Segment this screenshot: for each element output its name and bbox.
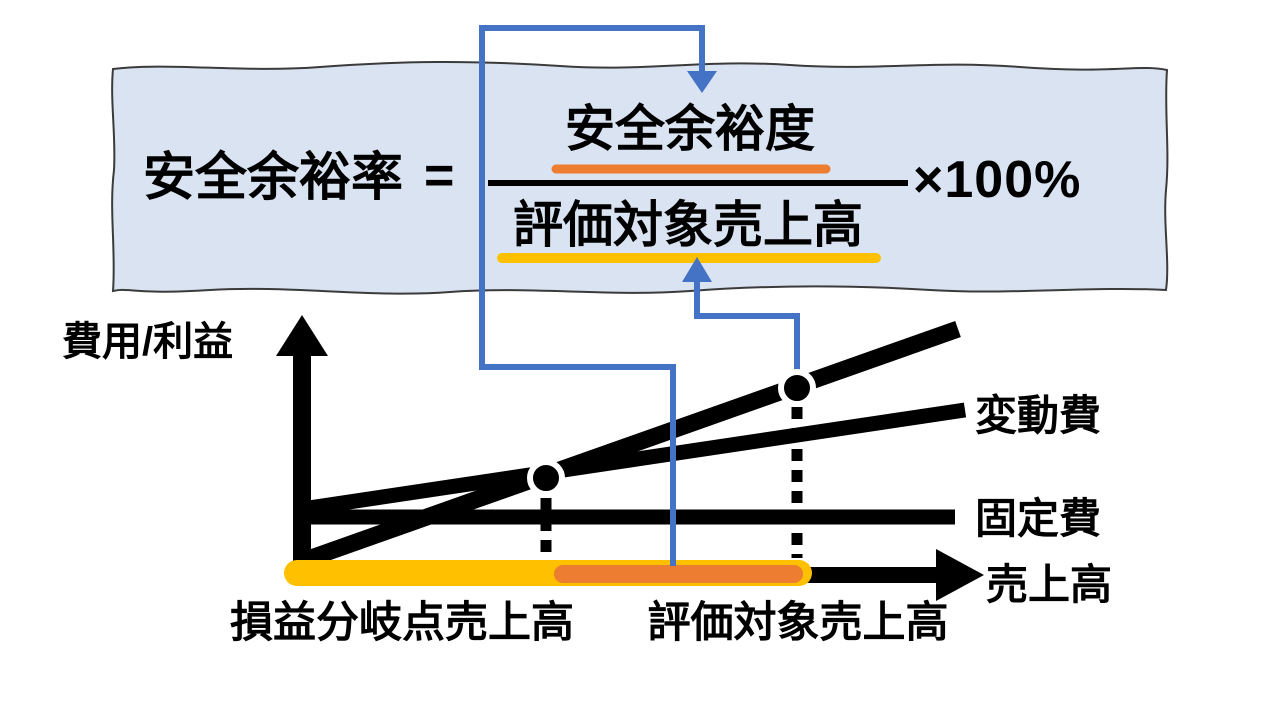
x-axis-arrowhead [936, 549, 984, 601]
formula-numerator-label: 安全余裕度 [565, 101, 815, 157]
formula-equals-sign: = [424, 147, 455, 205]
formula-multiplier-label: ×100% [913, 151, 1082, 209]
connector-denominator-arrowhead [682, 257, 712, 282]
x-axis-label: 売上高 [986, 561, 1113, 608]
sales-line [294, 320, 961, 572]
connector-evaluation-to-denominator [694, 280, 800, 390]
y-axis-label: 費用/利益 [62, 320, 234, 364]
connector-safety-margin-to-numerator [479, 25, 705, 566]
evaluation-point-dot [778, 369, 816, 407]
formula-denominator-label: 評価対象売上高 [513, 197, 863, 253]
connector-numerator-arrowhead [687, 71, 717, 93]
break-even-point-dot [527, 459, 565, 497]
variable-cost-line [300, 402, 967, 517]
variable-cost-label: 変動費 [975, 392, 1102, 439]
formula-lhs-label: 安全余裕率 [143, 149, 404, 207]
fixed-cost-label: 固定費 [975, 495, 1102, 542]
evaluation-sales-label: 評価対象売上高 [647, 599, 949, 647]
break-even-sales-label: 損益分岐点売上高 [230, 599, 574, 647]
formula-banner [111, 60, 1169, 295]
y-axis-arrowhead [276, 315, 328, 356]
